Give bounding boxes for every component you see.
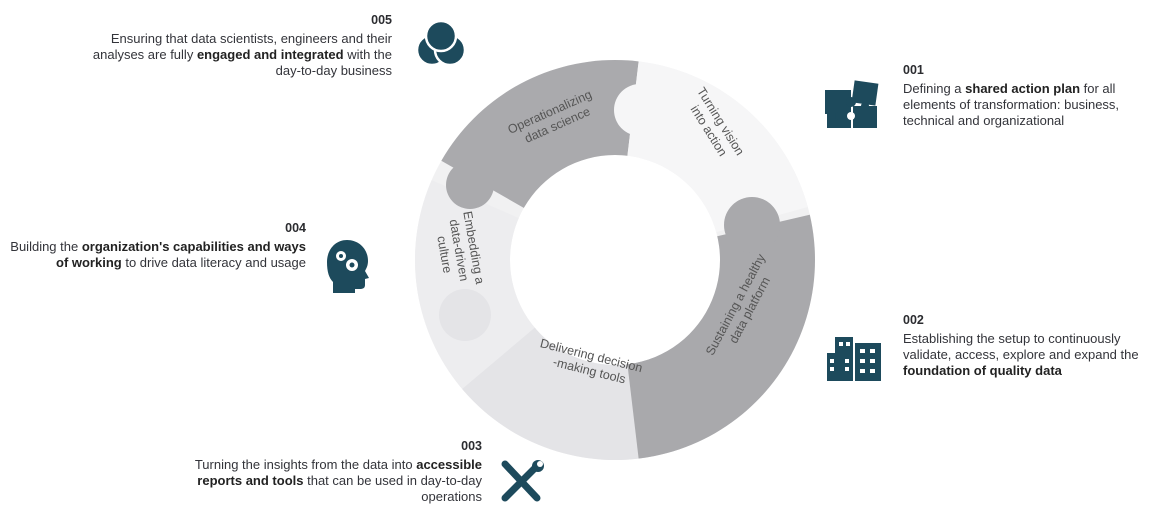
puzzle-icon [825, 80, 879, 128]
item-003: 003 Turning the insights from the data i… [190, 438, 482, 505]
tools-icon [501, 460, 544, 502]
segment-label-004: Embedding a data-driven culture [431, 210, 488, 294]
item-description: Establishing the setup to continuously v… [903, 331, 1139, 378]
item-number: 003 [461, 439, 482, 453]
item-number: 005 [371, 13, 392, 27]
item-001: 001 Defining a shared action plan for al… [903, 62, 1153, 129]
puzzle-knob-5 [446, 161, 494, 209]
wheel-center [531, 176, 699, 344]
puzzle-knob-2 [724, 197, 780, 253]
puzzle-knob-1 [614, 84, 666, 136]
puzzle-knob-4 [439, 289, 491, 341]
item-002: 002 Establishing the setup to continuous… [903, 312, 1153, 379]
item-number: 001 [903, 63, 924, 77]
item-004: 004 Building the organization's capabili… [8, 220, 306, 271]
item-number: 002 [903, 313, 924, 327]
item-description: Building the organization's capabilities… [10, 239, 306, 270]
item-number: 004 [285, 221, 306, 235]
item-005: 005 Ensuring that data scientists, engin… [70, 12, 392, 79]
head-gears-icon [327, 240, 369, 293]
item-description: Defining a shared action plan for all el… [903, 81, 1120, 128]
buildings-icon [827, 337, 881, 381]
venn-icon [415, 20, 467, 67]
segment-004 [414, 175, 615, 400]
item-description: Ensuring that data scientists, engineers… [92, 31, 392, 78]
item-description: Turning the insights from the data into … [194, 457, 482, 504]
